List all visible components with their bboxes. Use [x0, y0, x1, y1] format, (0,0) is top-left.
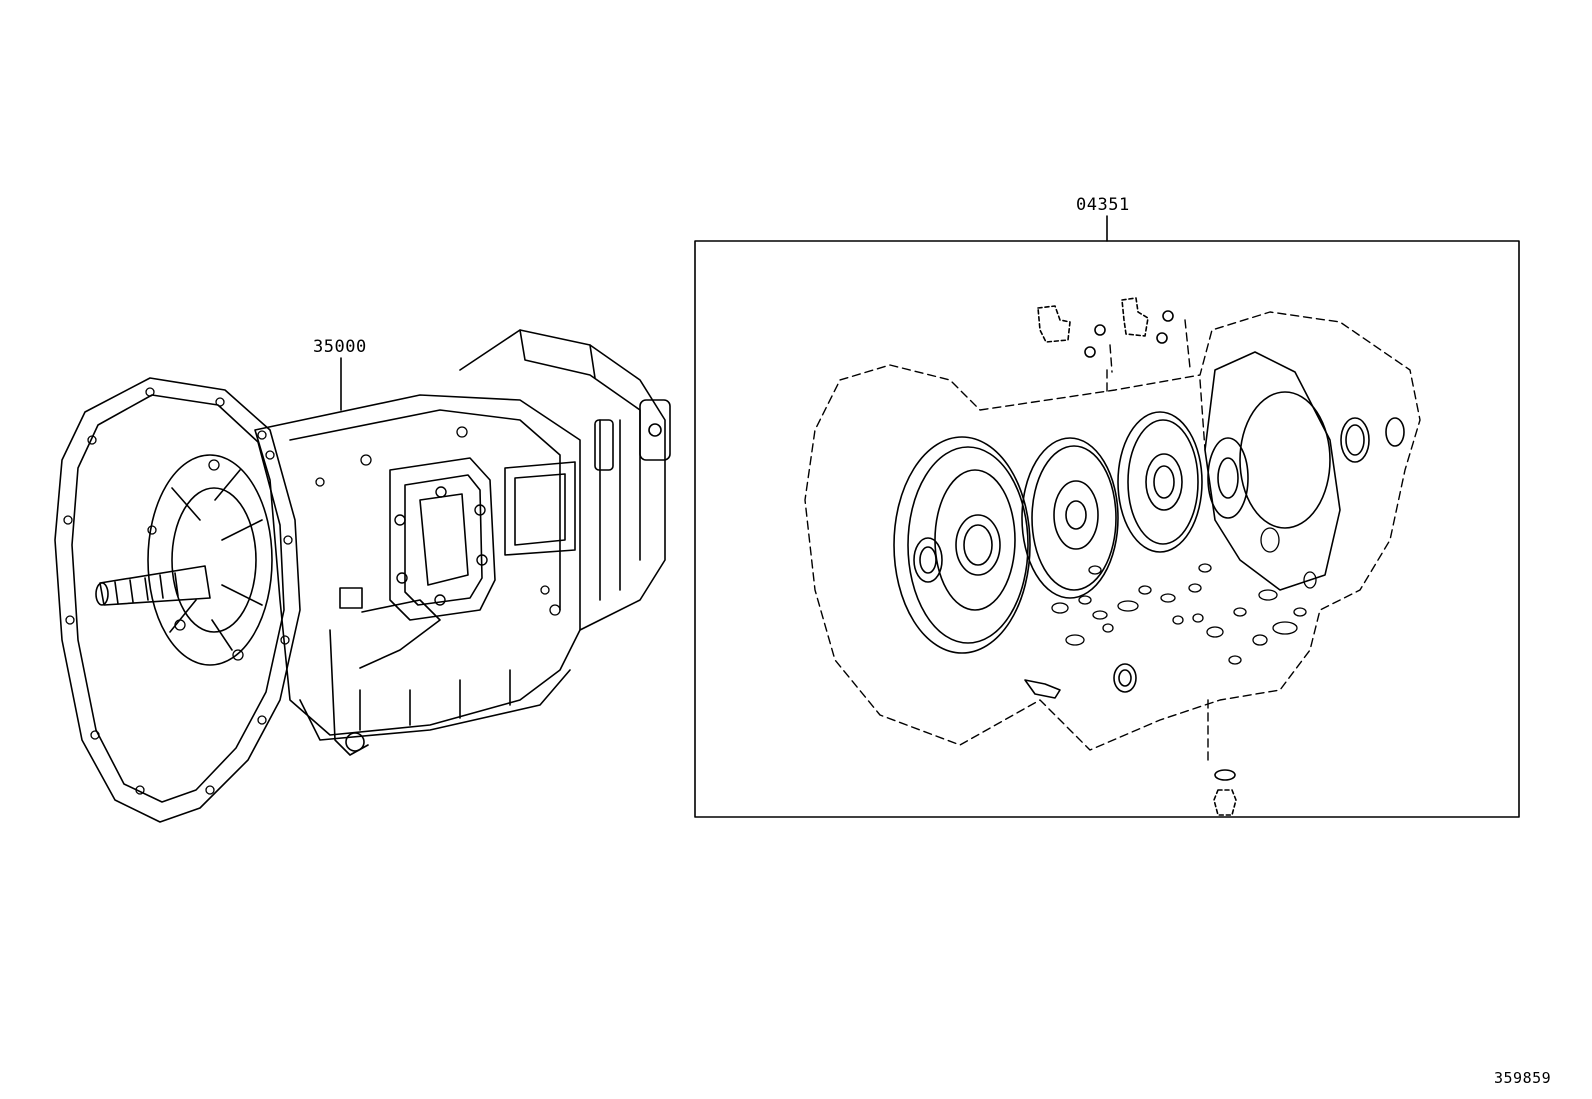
overhaul-gasket-kit[interactable] — [694, 215, 1520, 818]
bell-housing-flange — [54, 377, 301, 823]
illustration-number: 359859 — [1494, 1069, 1552, 1087]
pump-cover-disc — [1021, 437, 1119, 599]
input-shaft — [99, 565, 211, 606]
part-callout-35000[interactable]: 35000 — [313, 337, 367, 357]
bell-housing-inner — [71, 394, 285, 803]
access-cover — [389, 457, 496, 621]
rear-plate — [1204, 351, 1341, 591]
transmission-assembly[interactable] — [54, 329, 671, 823]
rear-extension — [459, 329, 666, 631]
transmission-case — [254, 394, 581, 736]
kit-frame — [694, 240, 1520, 818]
retainer-disc — [1117, 411, 1203, 553]
o-rings — [1051, 527, 1317, 665]
oil-pump-body — [893, 436, 1031, 654]
case-outline-dashed — [804, 311, 1421, 761]
flange-bolt-holes — [63, 387, 293, 795]
part-callout-04351[interactable]: 04351 — [1076, 195, 1130, 215]
